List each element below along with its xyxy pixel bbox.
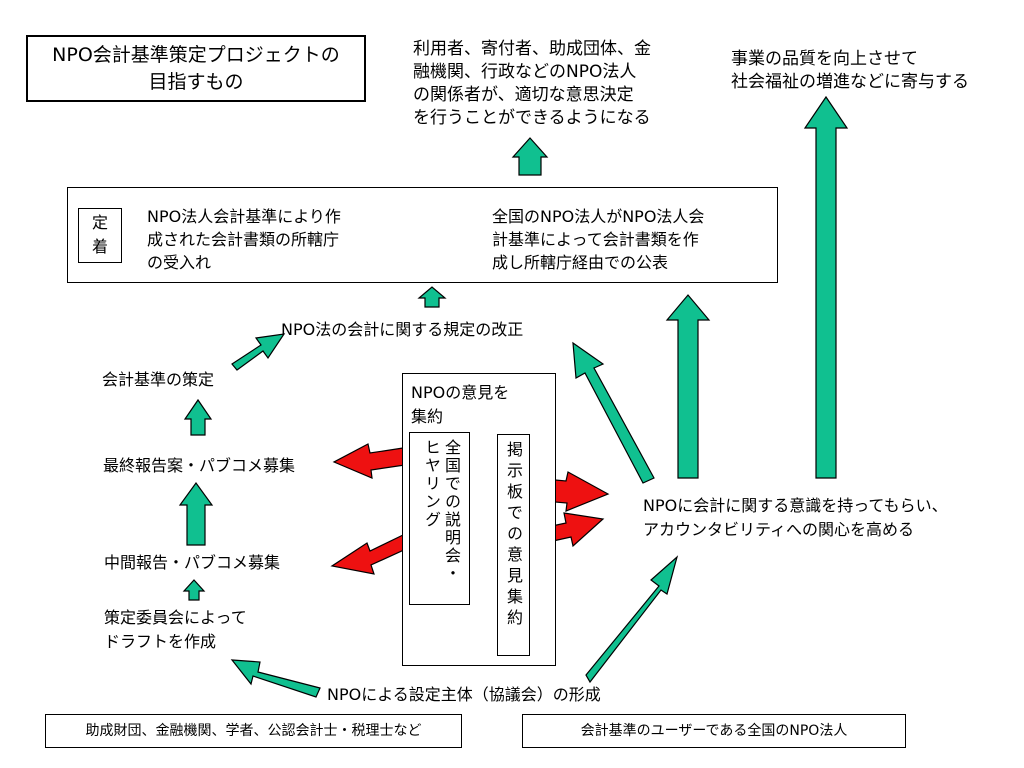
arrow-formation-to-draft — [230, 659, 321, 698]
supporters-box: 助成財団、金融機関、学者、公認会計士・税理士など — [45, 714, 462, 748]
arrow-draft-to-interim — [182, 579, 206, 601]
arrow-standard-to-law — [231, 333, 286, 371]
standard-step: 会計基準の策定 — [102, 370, 215, 389]
supporters-text: 助成財団、金融機関、学者、公認会計士・税理士など — [85, 723, 422, 739]
arrow-opinions-to-final-report — [332, 443, 406, 479]
users-text: 会計基準のユーザーである全国のNPO法人 — [580, 723, 848, 739]
users-box: 会計基準のユーザーである全国のNPO法人 — [522, 714, 906, 748]
draft-step: 策定委員会によって ドラフトを作成 — [104, 608, 247, 651]
arrow-up-to-stakeholders — [511, 137, 549, 176]
arrow-formation-to-awareness — [585, 555, 679, 684]
arrow-opinions-to-interim-report — [330, 534, 407, 575]
establishment-tag: 定 着 — [91, 213, 108, 256]
arrow-up-law-to-establishment — [417, 286, 447, 308]
goal-stakeholders: 利用者、寄付者、助成団体、金 融機関、行政などのNPO法人 の関係者が、適切な意… — [413, 39, 651, 128]
arrow-awareness-to-welfare — [803, 95, 849, 479]
arrow-interim-to-final — [178, 481, 214, 546]
arrow-awareness-to-establishment — [665, 294, 711, 479]
arrow-final-to-standard — [183, 398, 213, 436]
final-report-step: 最終報告案・パブコメ募集 — [103, 456, 296, 475]
board-text: 掲示板での意見集約 — [504, 441, 523, 630]
publication-text: 全国のNPO法人がNPO法人会 計基準によって会計書類を作 成し所轄庁経由での公… — [492, 207, 705, 272]
interim-report-step: 中間報告・パブコメ募集 — [104, 553, 281, 572]
hearing-text: 全国での説明会・ ヒヤリング — [422, 439, 461, 583]
awareness-text: NPOに会計に関する意識を持ってもらい、 アカウンタビリティへの関心を高める — [643, 496, 948, 539]
title-box: NPO会計基準策定プロジェクトの 目指すもの — [26, 35, 366, 102]
goal-welfare: 事業の品質を向上させて 社会福祉の増進などに寄与する — [731, 49, 969, 92]
law-revision-step: NPO法の会計に関する規定の改正 — [281, 320, 524, 339]
hearing-box: 全国での説明会・ ヒヤリング — [409, 432, 470, 605]
establishment-box — [67, 187, 778, 283]
arrow-awareness-to-law — [572, 341, 655, 484]
opinions-heading: NPOの意見を 集約 — [411, 383, 510, 426]
title: NPO会計基準策定プロジェクトの 目指すもの — [52, 44, 340, 93]
formation-step: NPOによる設定主体（協議会）の形成 — [327, 685, 601, 704]
establishment-tag-box: 定 着 — [78, 208, 122, 263]
acceptance-text: NPO法人会計基準により作 成された会計書類の所轄庁 の受入れ — [147, 207, 341, 272]
board-box: 掲示板での意見集約 — [497, 434, 530, 656]
